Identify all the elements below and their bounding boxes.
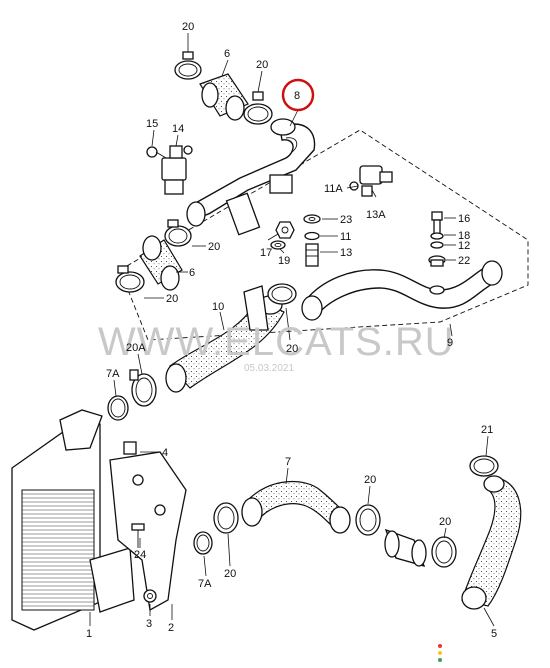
label-20: 20 [364,474,376,486]
part-22-grommet [428,255,446,267]
label-7A: 7A [198,578,212,590]
part-23-washer [303,214,321,224]
part-17-nut [275,221,295,239]
clamp-20-top-a [174,51,202,80]
part-11-ring [304,231,320,241]
label-1: 1 [86,628,92,640]
label-20: 20 [439,516,451,528]
watermark-date: 05.03.2021 [244,363,294,374]
label-22: 22 [458,255,470,267]
label-12: 12 [458,240,470,252]
part-1-intercooler [11,409,135,631]
clamp-21 [469,455,499,477]
part-19-washer [270,240,286,250]
label-20: 20 [224,568,236,580]
part-8-pipe [186,118,316,236]
part-5-hose [461,475,522,610]
label-13: 13 [340,247,352,259]
indicator-dot-green [438,658,442,662]
part-3-bolt [143,589,157,603]
label-20A: 20A [126,342,146,354]
part-6-hose-lower [139,235,183,291]
part-labels: 20 6 20 8 15 14 11A 13A 23 11 13 16 18 1… [86,21,497,640]
label-11: 11 [340,231,351,243]
label-11A: 11A [324,183,343,195]
label-7: 7 [285,456,291,468]
part-13A-sensor [359,165,393,197]
label-21: 21 [481,424,493,436]
part-6-hose-upper [199,73,249,121]
label-4: 4 [162,447,168,459]
connector-pipe [384,528,427,568]
part-9-pipe [301,260,503,321]
label-20: 20 [166,293,178,305]
assembly-boundary [119,129,529,341]
part-7-hose [241,480,351,534]
clamp-20-top-b [243,91,273,125]
part-24-bolt [131,523,145,548]
label-20: 20 [182,21,194,33]
part-15-bolt [146,146,167,159]
part-14-valve [161,145,193,195]
watermark-text: WWW.ELCATS.RU [98,320,455,364]
status-indicator [438,644,442,662]
oring-7A-top [107,395,129,421]
label-15: 15 [146,118,158,130]
clamp-20-low-c [431,536,457,568]
label-7A: 7A [106,368,120,380]
clamp-20-left-b [115,265,145,293]
label-19: 19 [278,255,290,267]
leader-lines [89,33,495,627]
label-6: 6 [189,267,195,279]
part-4-nut [123,441,137,455]
label-20: 20 [208,241,220,253]
oring-7A-bottom [193,531,213,555]
label-10: 10 [212,301,224,313]
clamp-20-mid-a [267,283,297,305]
label-5: 5 [491,628,497,640]
part-2-bracket [109,451,187,612]
clamp-20-low-a [213,502,239,534]
label-13A: 13A [366,209,386,221]
label-9: 9 [447,337,453,349]
label-3: 3 [146,618,152,630]
clamp-20-left-a [164,219,192,247]
label-14: 14 [172,123,184,135]
label-23: 23 [340,214,352,226]
part-12-washer [430,241,444,249]
label-20: 20 [256,59,268,71]
label-2: 2 [168,622,174,634]
part-18-washer [430,232,444,240]
label-18: 18 [458,230,470,242]
indicator-dot-red [438,644,442,648]
highlight-circle [281,78,315,112]
label-6: 6 [224,48,230,60]
clamp-20A [129,369,157,407]
part-13-sensor [305,243,319,267]
clamp-20-low-b [355,504,381,536]
indicator-dot-yellow [438,651,442,655]
label-17: 17 [260,247,272,259]
label-24: 24 [134,549,146,561]
label-16: 16 [458,213,470,225]
label-8: 8 [294,90,300,102]
label-20: 20 [286,343,298,355]
